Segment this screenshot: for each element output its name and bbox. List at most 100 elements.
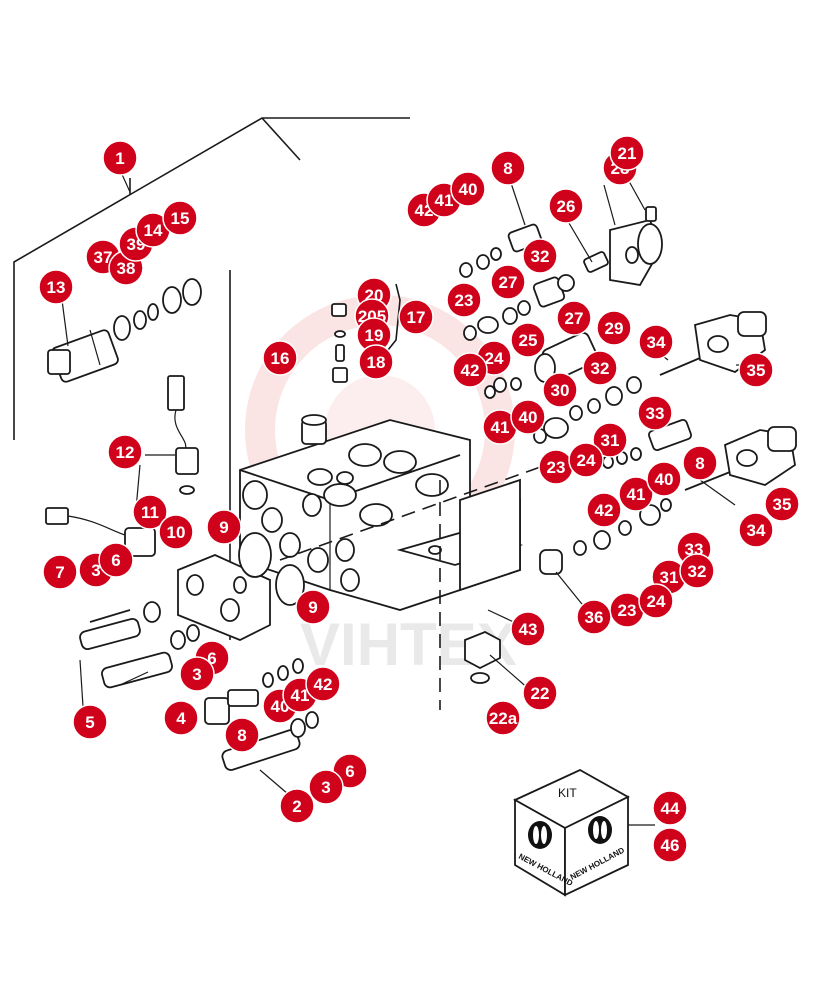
callout-number: 5 xyxy=(85,713,94,732)
callout-36: 36 xyxy=(576,599,612,635)
callout-number: 24 xyxy=(577,451,596,470)
callout-number: 21 xyxy=(618,144,637,163)
callout-23: 23 xyxy=(538,449,574,485)
callout-number: 35 xyxy=(773,495,792,514)
callout-badge xyxy=(510,399,546,435)
callout-number: 31 xyxy=(660,568,679,587)
spool-7 xyxy=(89,609,131,623)
callout-number: 3 xyxy=(321,778,330,797)
callout-number: 24 xyxy=(647,592,666,611)
callout-40: 40 xyxy=(510,399,546,435)
callout-23: 23 xyxy=(609,592,645,628)
callout-35: 35 xyxy=(738,352,774,388)
callout-number: 22a xyxy=(489,709,518,728)
callout-badge xyxy=(738,512,774,548)
callout-number: 29 xyxy=(605,319,624,338)
callout-number: 19 xyxy=(365,326,384,345)
callout-number: 37 xyxy=(94,248,113,267)
callout-badge xyxy=(542,372,578,408)
callout-number: 33 xyxy=(646,404,665,423)
callout-number: 23 xyxy=(455,291,474,310)
callout-badge xyxy=(224,717,260,753)
callout-number: 26 xyxy=(557,197,576,216)
callout-32: 32 xyxy=(582,350,618,386)
callout-number: 9 xyxy=(219,518,228,537)
callout-number: 32 xyxy=(531,247,550,266)
callout-35: 35 xyxy=(764,486,800,522)
relief-valve-lower xyxy=(539,498,672,575)
callout-number: 3 xyxy=(192,665,201,684)
callout-badge xyxy=(72,704,108,740)
callout-number: 8 xyxy=(237,726,246,745)
callout-41: 41 xyxy=(482,409,518,445)
callout-number: 1 xyxy=(115,149,124,168)
section-blocks xyxy=(177,532,305,641)
callout-badge xyxy=(638,583,674,619)
callout-badge xyxy=(568,442,604,478)
callout-17: 17 xyxy=(398,299,434,335)
callout-number: 41 xyxy=(435,191,454,210)
callout-42: 42 xyxy=(452,352,488,388)
callout-badge xyxy=(38,269,74,305)
callout-badge xyxy=(446,282,482,318)
callout-8: 8 xyxy=(682,445,718,481)
callout-badge xyxy=(682,445,718,481)
callout-badge xyxy=(308,769,344,805)
callout-badge xyxy=(485,700,521,736)
callout-badge xyxy=(738,352,774,388)
callout-22a: 22a xyxy=(485,700,521,736)
callout-number: 40 xyxy=(655,470,674,489)
orings-row-top xyxy=(113,278,202,341)
callout-badge xyxy=(586,492,622,528)
new-holland-logo-left xyxy=(528,821,552,849)
callout-layer: 1133738391415121110973654840414221620205… xyxy=(38,135,800,863)
callout-1: 1 xyxy=(102,140,138,176)
callout-33: 33 xyxy=(637,395,673,431)
callout-40: 40 xyxy=(646,461,682,497)
callout-13: 13 xyxy=(38,269,74,305)
callout-number: 41 xyxy=(627,485,646,504)
sensor-12 xyxy=(167,375,199,495)
callout-4: 4 xyxy=(163,700,199,736)
callout-8: 8 xyxy=(224,717,260,753)
callout-27: 27 xyxy=(556,300,592,336)
callout-41: 41 xyxy=(618,476,654,512)
plug-8-lower xyxy=(204,658,304,725)
callout-number: 42 xyxy=(595,501,614,520)
callout-9: 9 xyxy=(206,509,242,545)
callout-number: 6 xyxy=(207,649,216,668)
callout-number: 3 xyxy=(91,561,100,580)
callout-badge xyxy=(618,476,654,512)
callout-44: 44 xyxy=(652,790,688,826)
callout-21: 21 xyxy=(609,135,645,171)
callout-number: 25 xyxy=(519,331,538,350)
callout-number: 23 xyxy=(547,458,566,477)
callout-number: 15 xyxy=(171,209,190,228)
callout-number: 17 xyxy=(407,308,426,327)
callout-6: 6 xyxy=(98,542,134,578)
callout-badge xyxy=(490,264,526,300)
cylinder-35-lower xyxy=(684,426,797,491)
callout-number: 16 xyxy=(271,349,290,368)
callout-badge xyxy=(162,200,198,236)
callout-number: 38 xyxy=(117,259,136,278)
callout-badge xyxy=(42,554,78,590)
callout-number: 42 xyxy=(461,361,480,380)
callout-badge xyxy=(582,350,618,386)
callout-badge xyxy=(522,238,558,274)
spool-5 xyxy=(79,617,141,651)
callout-badge xyxy=(452,352,488,388)
callout-34: 34 xyxy=(638,324,674,360)
callout-badge xyxy=(98,542,134,578)
callout-number: 23 xyxy=(618,601,637,620)
callout-number: 46 xyxy=(661,836,680,855)
callout-number: 36 xyxy=(585,608,604,627)
callout-badge xyxy=(490,150,526,186)
callout-number: 27 xyxy=(499,273,518,292)
callout-number: 43 xyxy=(519,620,538,639)
callout-badge xyxy=(102,140,138,176)
callout-number: 6 xyxy=(345,762,354,781)
callout-24: 24 xyxy=(568,442,604,478)
callout-number: 35 xyxy=(747,361,766,380)
callout-24: 24 xyxy=(638,583,674,619)
